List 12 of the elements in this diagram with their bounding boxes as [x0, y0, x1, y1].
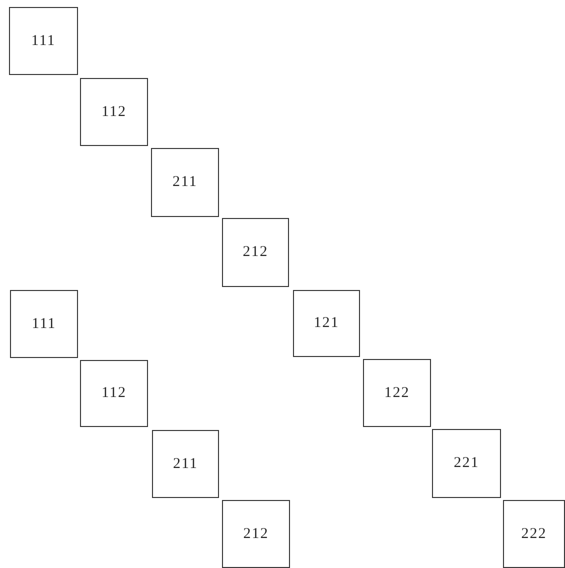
- number-box: 111: [10, 290, 78, 358]
- number-box: 222: [503, 500, 565, 568]
- number-box: 211: [152, 430, 219, 498]
- number-box: 112: [80, 78, 148, 146]
- number-box: 111: [9, 7, 78, 75]
- number-box: 121: [293, 290, 360, 357]
- number-box: 212: [222, 218, 289, 287]
- number-box: 122: [363, 359, 431, 427]
- number-box: 221: [432, 429, 501, 498]
- number-box: 112: [80, 360, 148, 427]
- number-box: 212: [222, 500, 290, 568]
- number-box: 211: [151, 148, 219, 217]
